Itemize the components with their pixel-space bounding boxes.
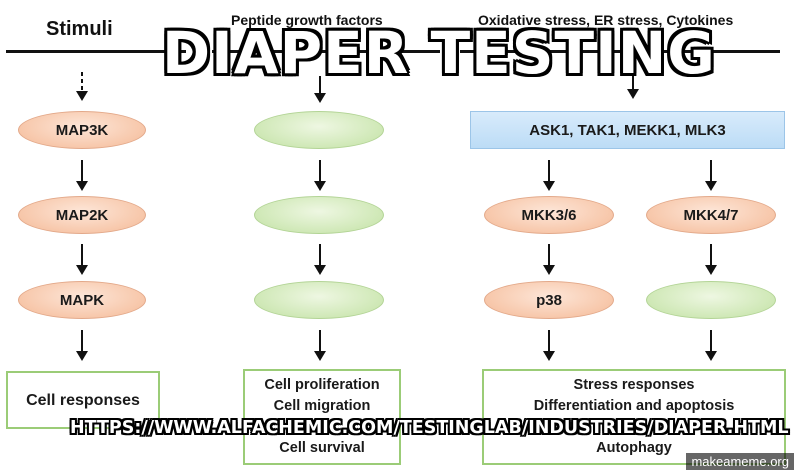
node-map3k-label: MAP3K [55,121,109,139]
header-stress-cytokines: Oxidative stress, ER stress, Cytokines [478,12,734,28]
arrow-green1-green2 [314,160,326,191]
output-cell-responses-label: Cell responses [26,391,140,409]
node-p38-label: p38 [536,291,562,309]
node-mkk36-label: MKK3/6 [521,206,577,224]
arrow-green2-green3 [314,244,326,275]
arrow-stimuli-dashed [76,72,88,101]
output-line-migration: Cell migration [273,398,371,414]
output-stress-responses: Stress responses Differentiation and apo… [482,369,786,465]
node-ask1-bar: ASK1, TAK1, MEKK1, MLK3 [470,111,785,149]
output-cell-responses: Cell responses [6,371,160,429]
arrow-mkk47-green [705,244,717,275]
node-mkk47-label: MKK4/7 [683,206,739,224]
node-green-4 [646,281,776,319]
header-line-2 [212,50,440,53]
node-mapk-label: MAPK [59,291,105,309]
output-line-proliferation: Cell proliferation [264,377,380,393]
meme-top-text: DIAPER TESTING [162,19,716,87]
node-mkk36: MKK3/6 [484,196,614,234]
node-mkk47: MKK4/7 [646,196,776,234]
node-map2k: MAP2K [18,196,146,234]
output-line-differentiation: Differentiation and apoptosis [533,398,735,414]
arrow-map2k-mapk [76,244,88,275]
arrow-bar-mkk47 [705,160,717,191]
node-mapk: MAPK [18,281,146,319]
arrow-mkk36-p38 [543,244,555,275]
node-green-2 [254,196,384,234]
node-green-1 [254,111,384,149]
watermark: makeameme.org [686,453,794,470]
output-line-survival: Cell survival [279,440,365,456]
node-map3k: MAP3K [18,111,146,149]
header-line-1 [6,50,186,53]
node-map2k-label: MAP2K [55,206,109,224]
arrow-stress-in [627,76,639,99]
arrow-map3k-map2k [76,160,88,191]
arrow-mapk-output [76,330,88,361]
node-ask1-label: ASK1, TAK1, MEKK1, MLK3 [529,121,726,139]
arrow-peptide-in [314,76,326,103]
output-line-autophagy: Autophagy [596,440,672,456]
node-p38: p38 [484,281,614,319]
output-line-stress: Stress responses [573,377,695,393]
node-green-3 [254,281,384,319]
arrow-bar-mkk36 [543,160,555,191]
output-cell-proliferation: Cell proliferation Cell migration Cell s… [243,369,401,465]
arrow-green4-output [705,330,717,361]
arrow-p38-output [543,330,555,361]
header-line-3 [460,50,780,53]
header-stimuli: Stimuli [46,18,113,40]
arrow-green3-output [314,330,326,361]
meme-bottom-text: HTTPS://WWW.ALFACHEMIC.COM/TESTINGLAB/IN… [70,418,789,438]
header-peptide-growth-factors: Peptide growth factors [231,12,383,28]
